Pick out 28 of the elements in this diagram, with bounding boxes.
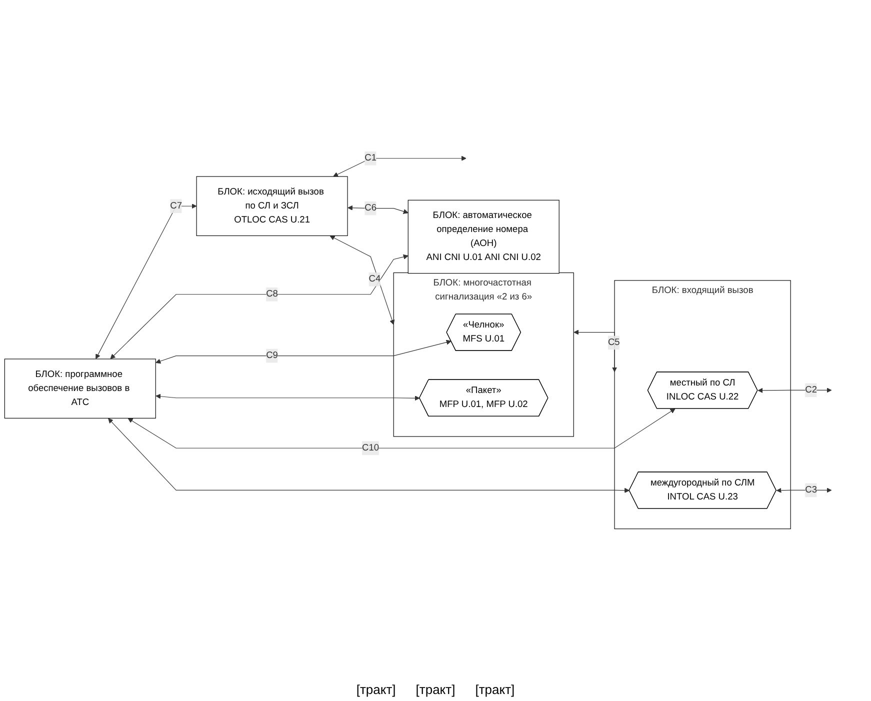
- arrow: [758, 387, 832, 393]
- edge-label: C6: [364, 202, 377, 213]
- arrow: [128, 408, 676, 448]
- arrow: [156, 340, 452, 364]
- arrow: [776, 487, 832, 493]
- edge-label: C2: [805, 384, 817, 395]
- arrow: [348, 205, 408, 214]
- path-label: [тракт]: [416, 682, 456, 697]
- edge-label: C8: [266, 288, 278, 299]
- arrow: [108, 418, 630, 493]
- edge-label: C4: [368, 274, 381, 284]
- arrow: [96, 203, 197, 359]
- arrow: [110, 254, 408, 359]
- arrow: [330, 235, 395, 325]
- arrow: [156, 394, 420, 400]
- node-box: БЛОК: исходящий вызов по СЛ и ЗСЛ OTLOC CAS U.21: [196, 176, 348, 236]
- path-label: [тракт]: [475, 682, 515, 697]
- edge-label: C10: [362, 442, 380, 453]
- edge-label: C3: [805, 484, 817, 495]
- arrow: [333, 156, 466, 176]
- edge-label: C7: [170, 200, 182, 211]
- edge-label: C9: [266, 350, 278, 360]
- path-label: [тракт]: [356, 682, 396, 697]
- node-box: БЛОК: программное обеспечение вызовов в АТС: [4, 358, 156, 418]
- edge-label: C1: [364, 152, 377, 163]
- node-box: БЛОК: автоматическое определение номера (АОН) ANI CNI U.01 ANI CNI U.02: [408, 200, 560, 274]
- edge-label: C5: [608, 337, 620, 348]
- arrow: [574, 329, 618, 372]
